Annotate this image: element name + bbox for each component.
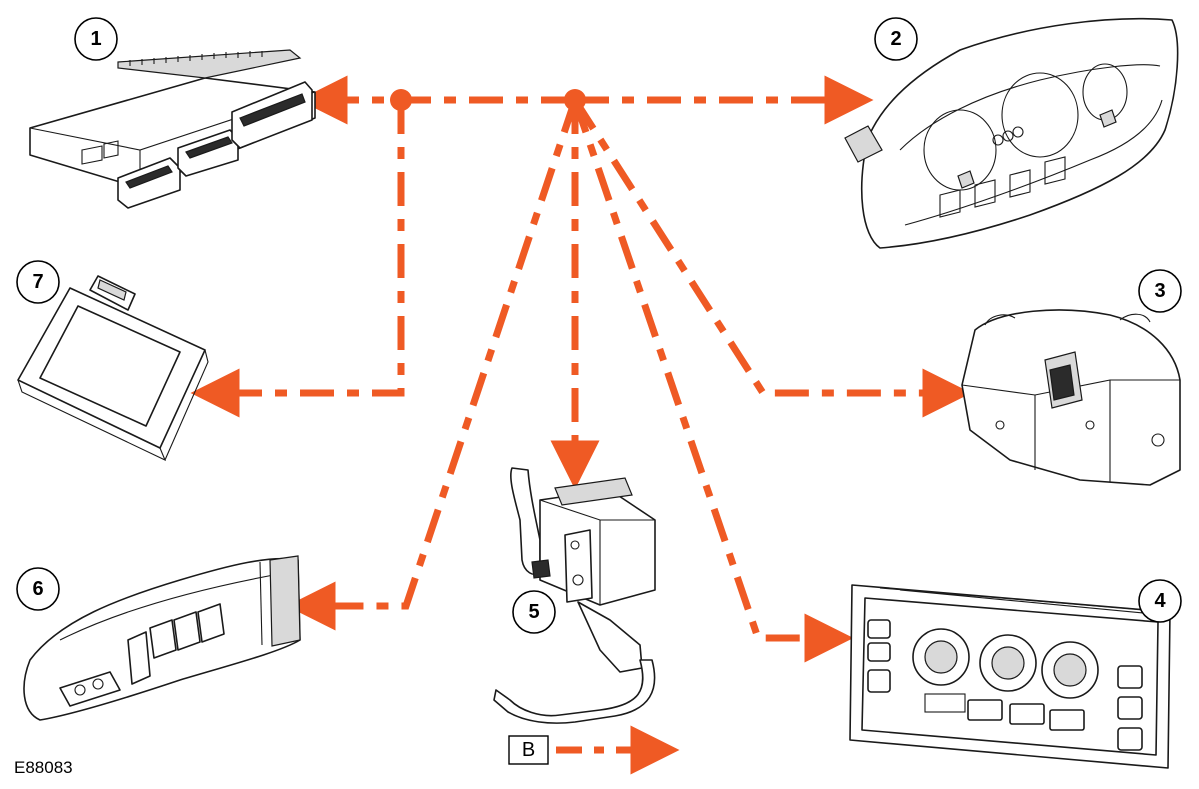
callout-label-5: 5 xyxy=(528,601,539,623)
callout-circle-1 xyxy=(74,17,118,61)
splice-point-center xyxy=(564,89,586,111)
component-3: 3 xyxy=(961,269,1182,486)
component-4: 4 xyxy=(849,579,1182,769)
steering-column-module-icon xyxy=(961,309,1181,486)
callout-circle-3 xyxy=(1138,269,1182,313)
callout-label-4: 4 xyxy=(1154,590,1166,612)
connector-b-label: B xyxy=(522,739,535,761)
link-to-component-6 xyxy=(286,98,579,631)
component-2: 2 xyxy=(844,17,1179,249)
module-box-icon xyxy=(29,49,316,209)
connection-links xyxy=(190,75,972,775)
connector-b: B xyxy=(508,735,549,765)
heater-unit-icon xyxy=(493,467,656,724)
sensor-module-icon xyxy=(17,275,209,462)
callout-label-1: 1 xyxy=(90,28,101,50)
callout-circle-4 xyxy=(1138,579,1182,623)
callout-circle-5 xyxy=(512,590,556,634)
splice-point-left xyxy=(390,89,412,111)
callout-label-7: 7 xyxy=(32,271,43,293)
component-7: 7 xyxy=(16,260,209,462)
callout-label-2: 2 xyxy=(890,28,901,50)
component-1: 1 xyxy=(29,17,316,209)
callout-label-3: 3 xyxy=(1154,280,1165,302)
figure-id: E88083 xyxy=(14,758,73,777)
callout-circle-2 xyxy=(874,17,918,61)
component-6: 6 xyxy=(16,555,301,721)
link-to-component-7 xyxy=(190,100,405,418)
callout-circle-6 xyxy=(16,567,60,611)
callout-label-6: 6 xyxy=(32,578,43,600)
climate-control-panel-icon xyxy=(849,584,1171,769)
instrument-cluster-icon xyxy=(844,18,1179,249)
seat-switch-pack-icon xyxy=(23,555,301,721)
connector-b-box xyxy=(508,735,549,765)
callout-circle-7 xyxy=(16,260,60,304)
component-5: 5 xyxy=(493,467,656,724)
